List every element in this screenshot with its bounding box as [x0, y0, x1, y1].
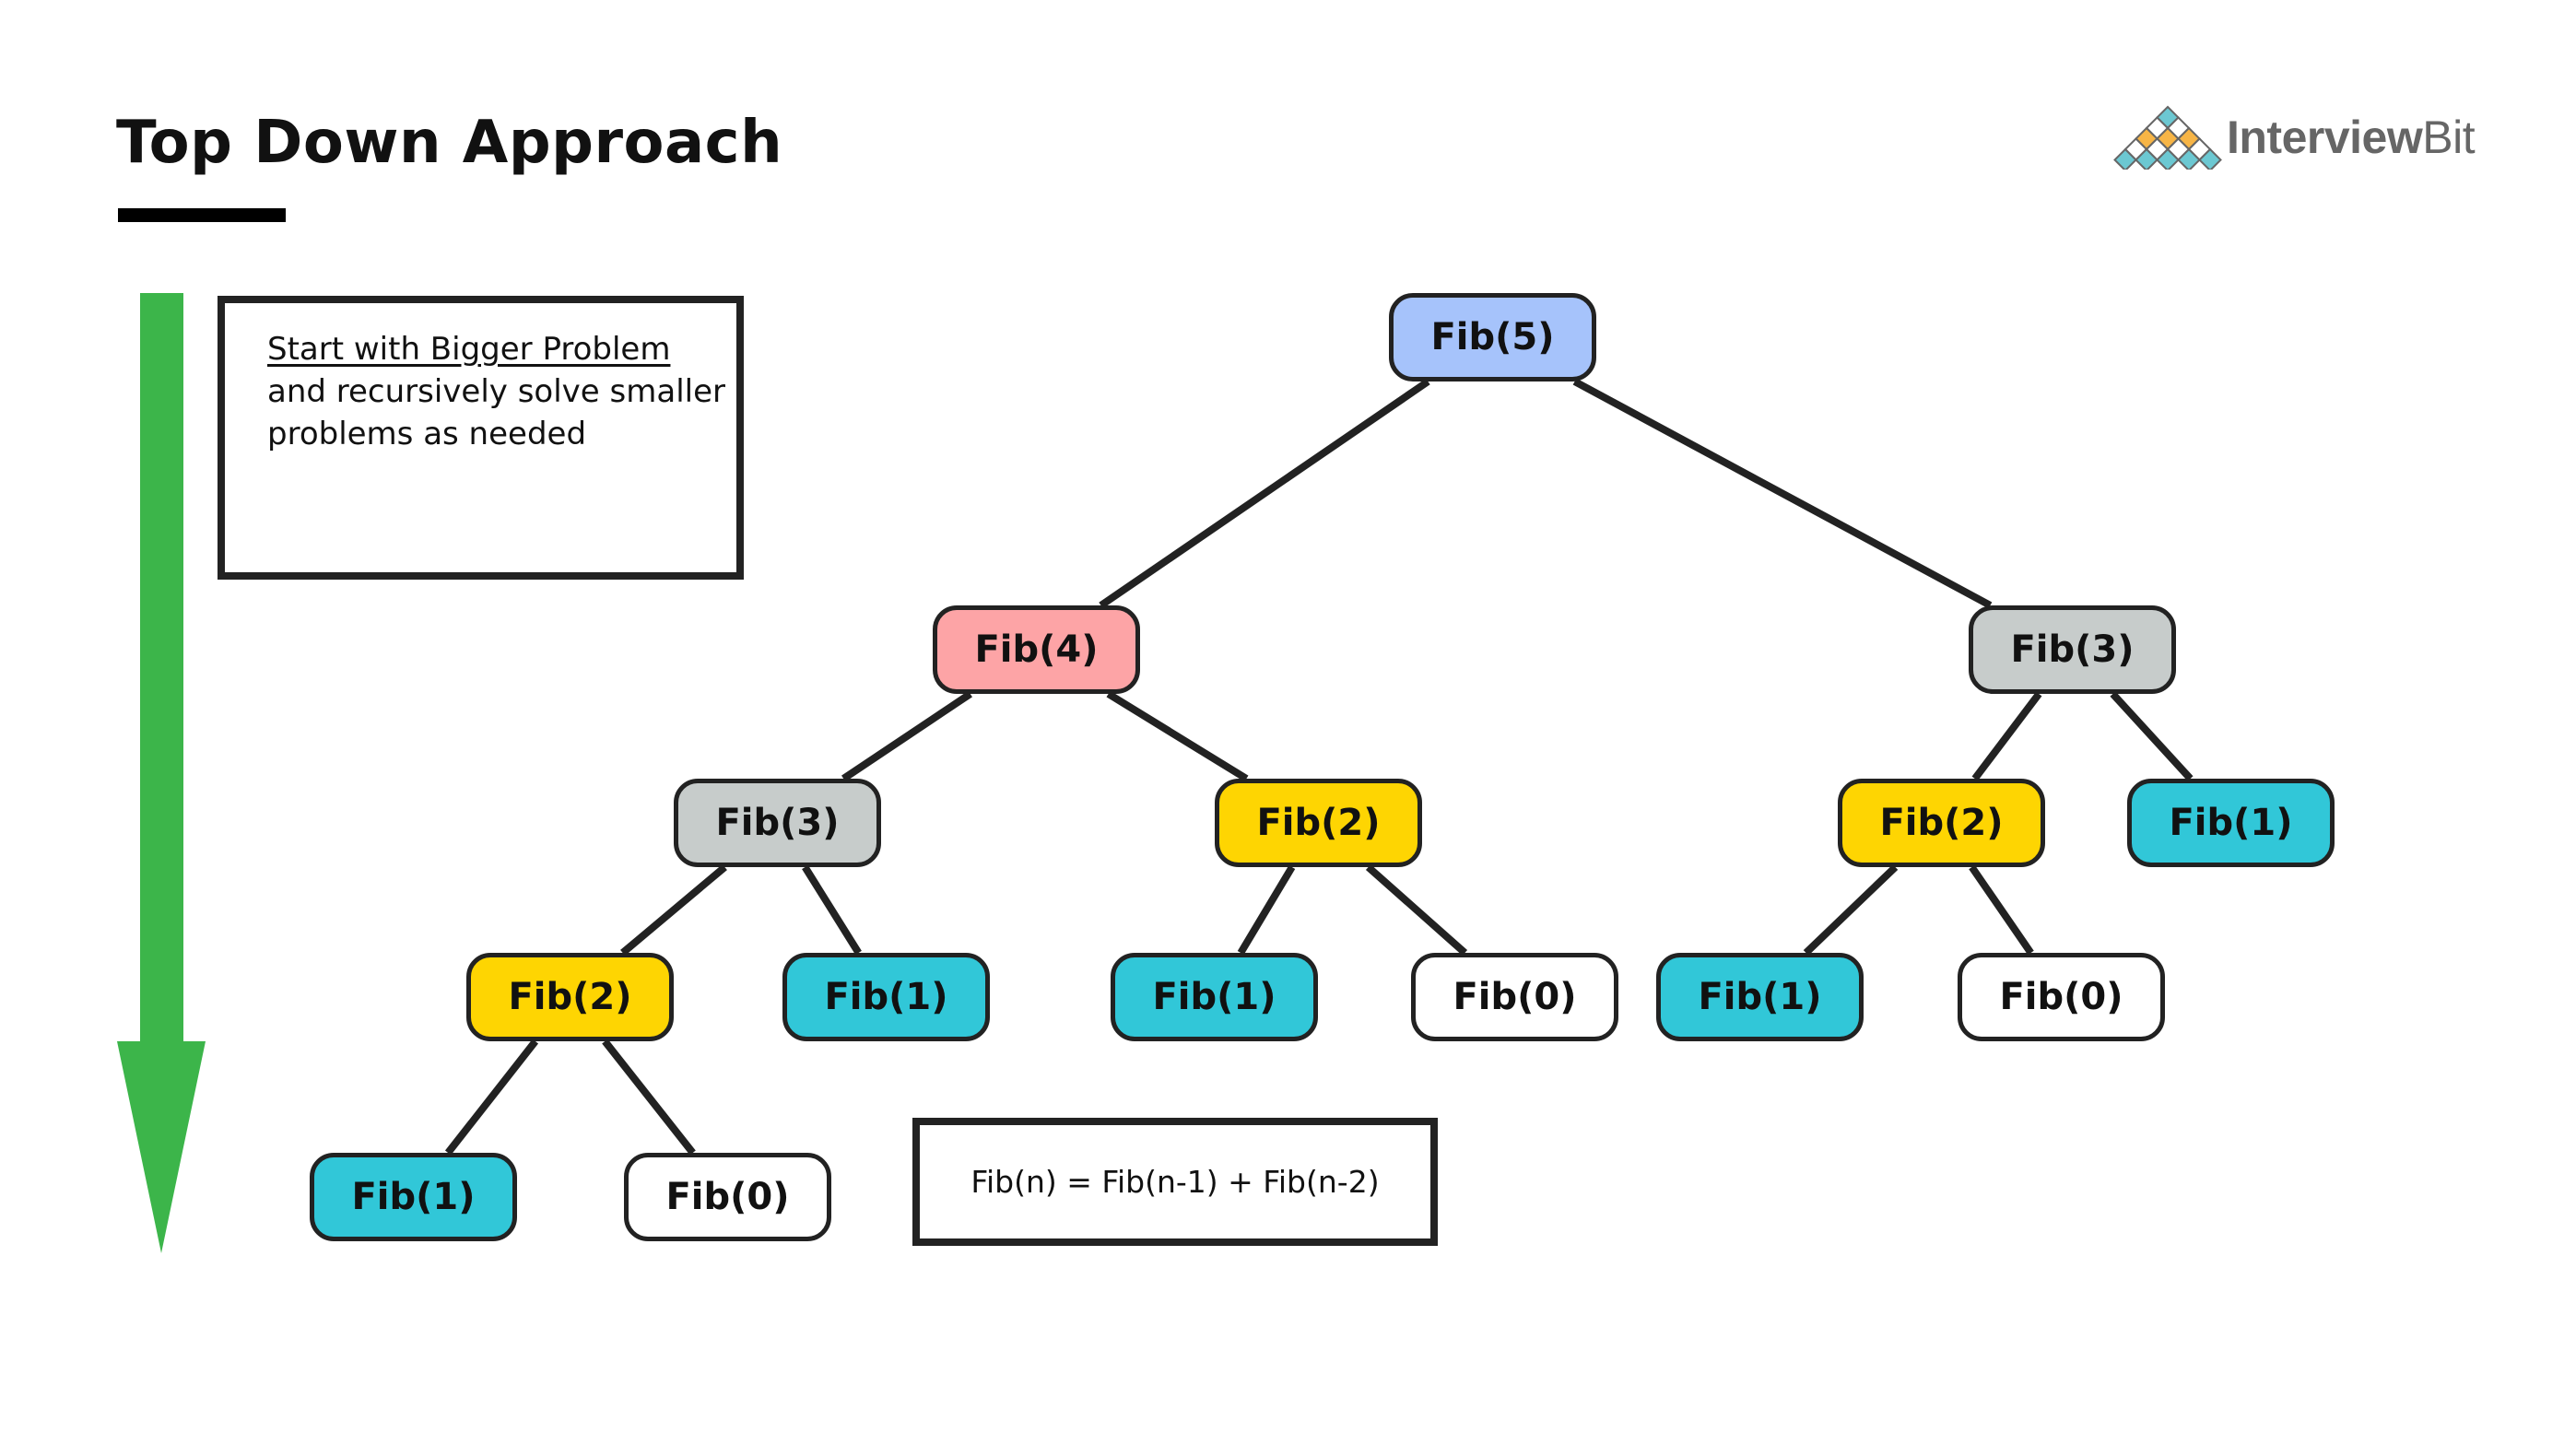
logo-text-light: Bit — [2422, 112, 2476, 163]
info-line: problems as needed — [267, 416, 587, 452]
info-box: Start with Bigger Problem and recursivel… — [218, 296, 744, 580]
tree-node: Fib(1) — [782, 953, 990, 1041]
tree-edge — [841, 690, 972, 782]
formula-box: Fib(n) = Fib(n-1) + Fib(n-2) — [912, 1118, 1438, 1246]
tree-node: Fib(1) — [1656, 953, 1864, 1041]
arrow-shaft — [140, 293, 183, 1043]
tree-node: Fib(1) — [2127, 779, 2335, 867]
logo-diamond — [2198, 147, 2222, 170]
tree-edge — [602, 1039, 696, 1156]
tree-node: Fib(2) — [466, 953, 674, 1041]
tree-edge — [444, 1039, 539, 1156]
info-line: and recursively solve smaller — [267, 373, 725, 410]
tree-edge — [1969, 864, 2034, 956]
tree-node: Fib(1) — [310, 1153, 517, 1241]
tree-edge — [620, 863, 727, 957]
tree-edge — [1106, 690, 1249, 782]
tree-node: Fib(3) — [1969, 605, 2176, 694]
logo-text-bold: Interview — [2227, 112, 2423, 163]
tree-edge — [2110, 691, 2194, 781]
arrow-down-icon — [117, 293, 206, 1253]
tree-edge — [1237, 864, 1296, 956]
info-text: Start with Bigger Problem and recursivel… — [267, 328, 725, 455]
tree-edge — [1803, 864, 1899, 956]
formula-text: Fib(n) = Fib(n-1) + Fib(n-2) — [970, 1164, 1380, 1200]
tree-edge — [802, 864, 862, 956]
logo-diamond — [2135, 147, 2158, 170]
pyramid-logo-icon — [2113, 105, 2222, 170]
logo-text: InterviewBit — [2227, 111, 2476, 164]
tree-node: Fib(0) — [1411, 953, 1618, 1041]
tree-node: Fib(0) — [624, 1153, 831, 1241]
tree-node: Fib(3) — [674, 779, 881, 867]
logo-diamond — [2156, 147, 2180, 170]
tree-node: Fib(2) — [1838, 779, 2045, 867]
page-title: Top Down Approach — [116, 109, 783, 177]
tree-node: Fib(2) — [1215, 779, 1422, 867]
tree-edge — [1971, 691, 2042, 781]
title-underline — [118, 208, 286, 222]
tree-edge — [1365, 864, 1468, 956]
tree-edge — [1099, 378, 1430, 609]
arrow-head — [117, 1041, 206, 1253]
logo-diamond — [2113, 147, 2137, 170]
tree-node: Fib(1) — [1111, 953, 1318, 1041]
tree-node: Fib(0) — [1958, 953, 2165, 1041]
tree-node: Fib(4) — [933, 605, 1140, 694]
logo-diamond — [2177, 147, 2201, 170]
tree-edge — [1572, 378, 1993, 609]
info-heading: Start with Bigger Problem — [267, 331, 671, 368]
tree-node: Fib(5) — [1389, 293, 1596, 381]
interviewbit-logo: InterviewBit — [2112, 103, 2481, 170]
